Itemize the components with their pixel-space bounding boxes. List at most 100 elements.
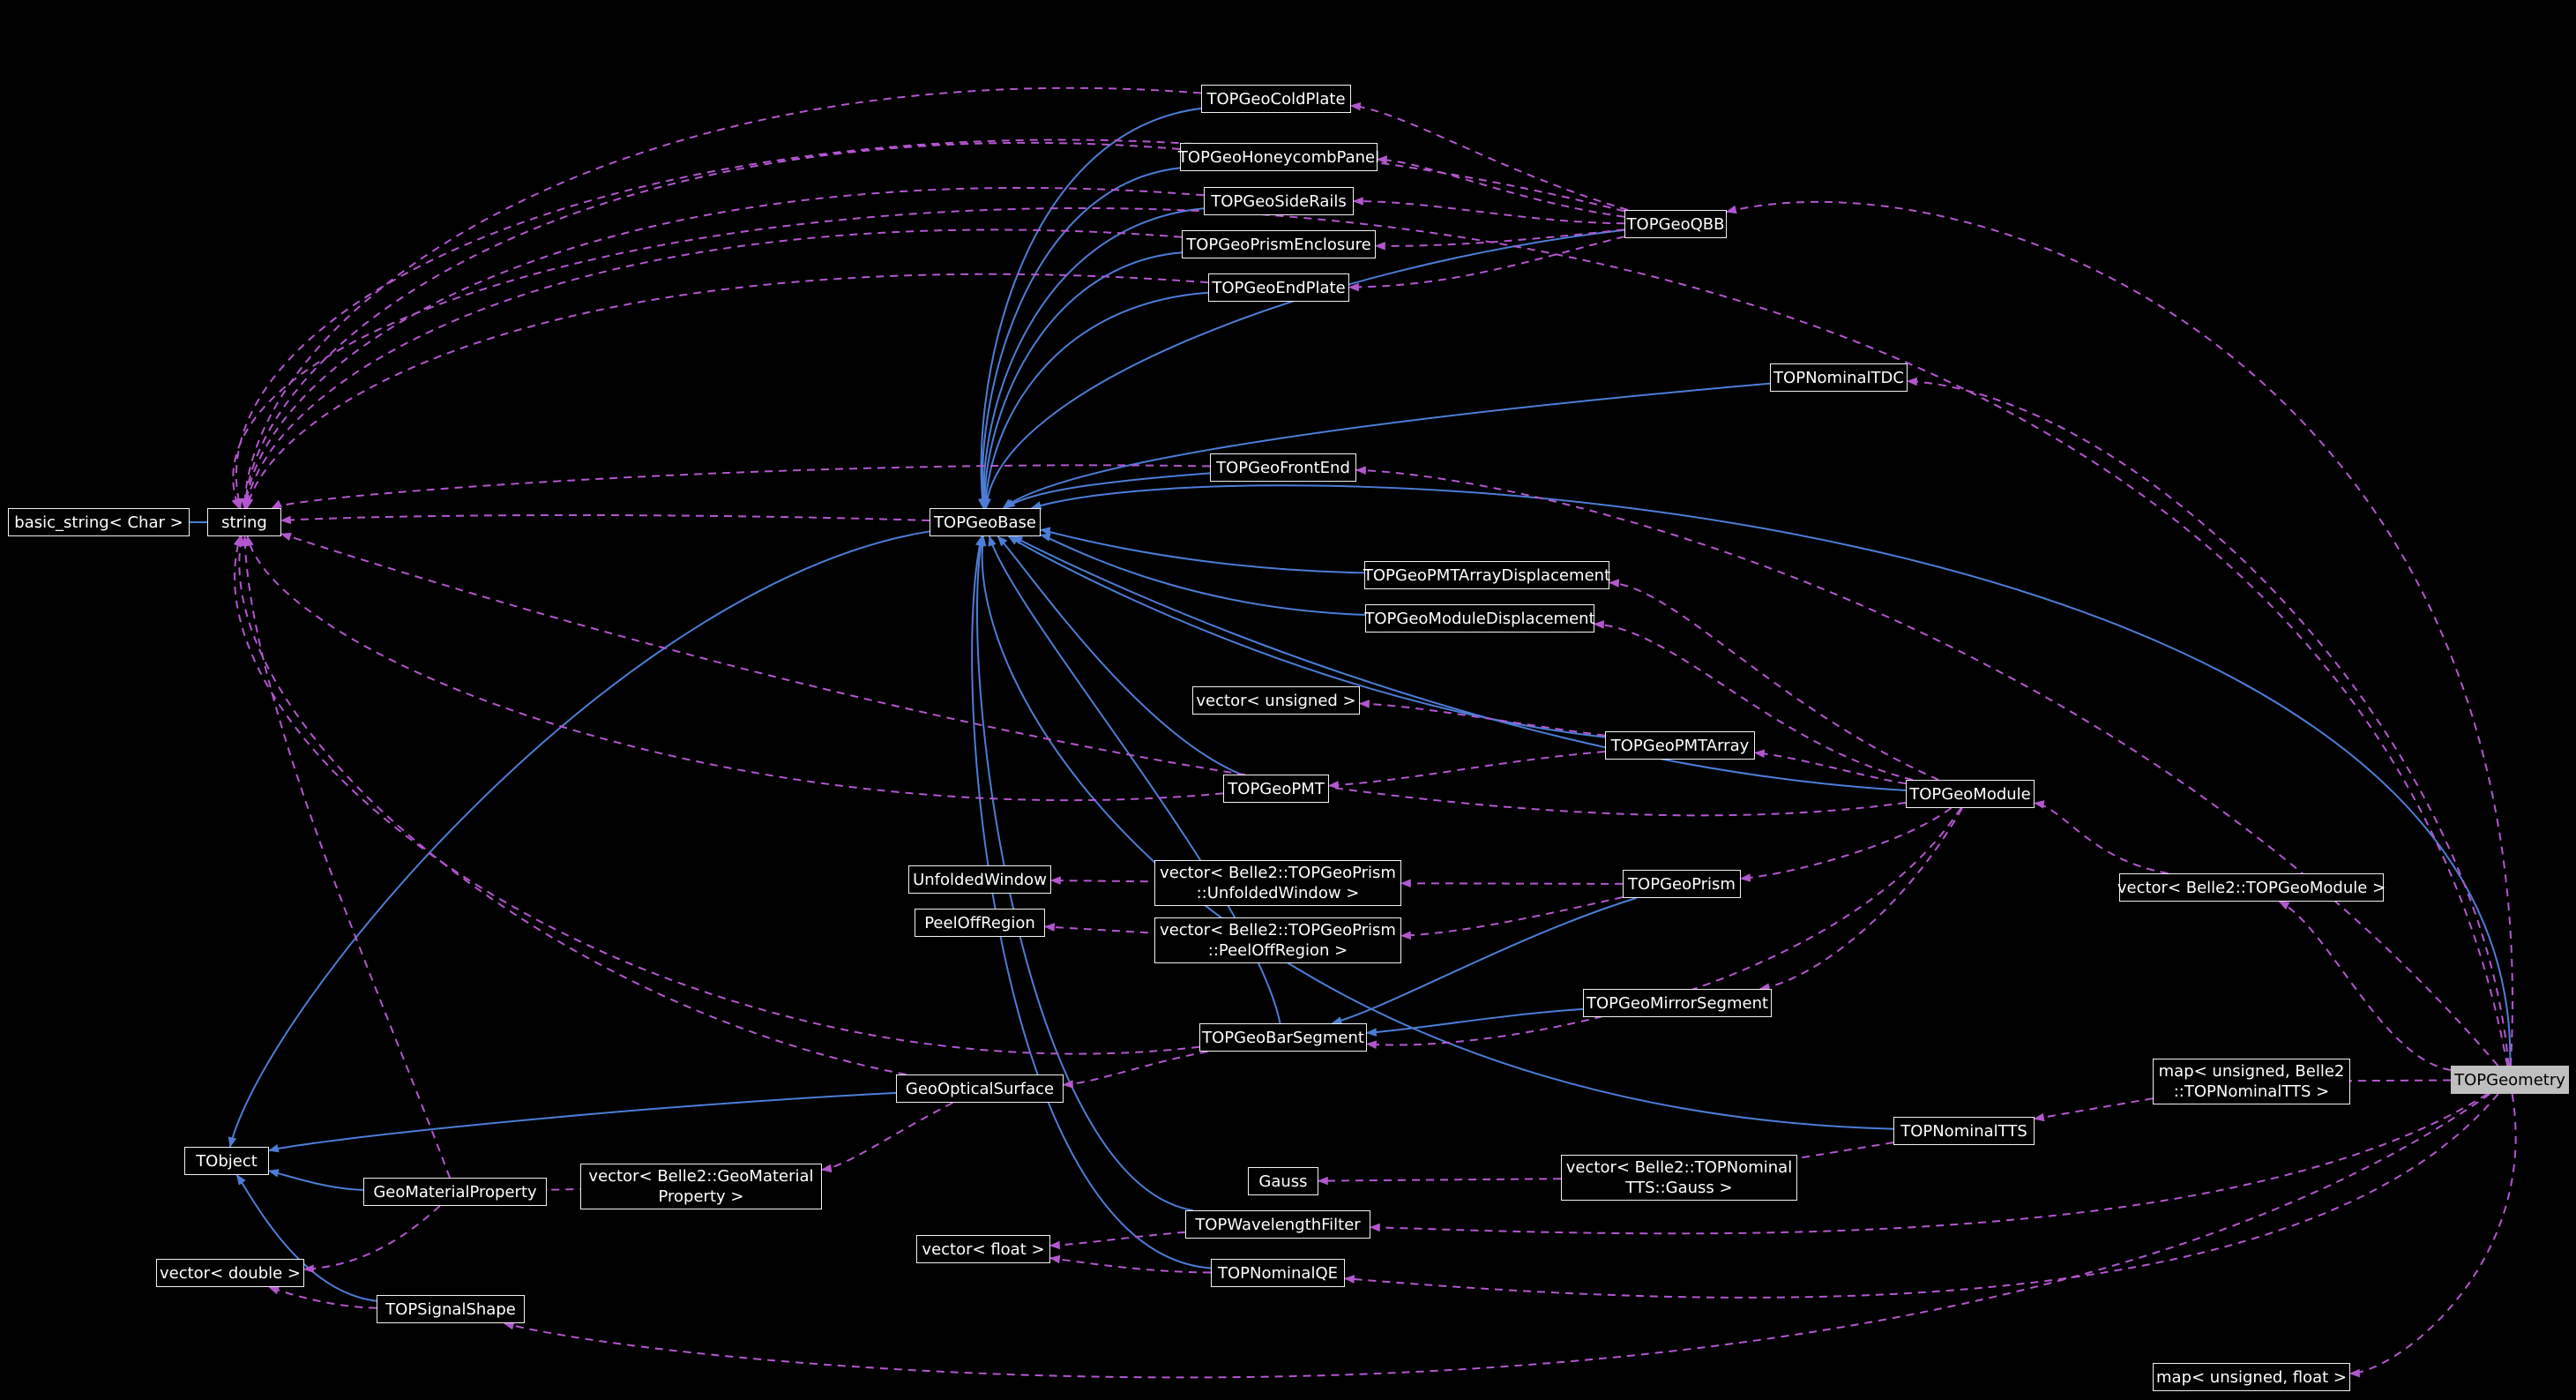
class-node-barsegment[interactable]: TOPGeoBarSegment <box>1199 1023 1367 1052</box>
edge-wavelengthfilter-to-vecfloat-use <box>1049 1231 1186 1250</box>
edge-geometry-to-string-use <box>231 207 2509 1067</box>
edge-tts-to-vecgauss-use <box>1787 1142 1894 1164</box>
class-node-label: string <box>221 513 267 532</box>
class-node-label: vector< double > <box>159 1263 302 1283</box>
edge-honeycomb-to-string-use <box>241 141 1181 510</box>
class-node-pmtarraydisp[interactable]: TOPGeoPMTArrayDisplacement <box>1363 561 1611 589</box>
edge-pmtarray-to-vecunsigned-use <box>1358 700 1606 737</box>
class-node-label: TObject <box>196 1151 258 1171</box>
class-node-vecunfolded[interactable]: vector< Belle2::TOPGeoPrism::UnfoldedWin… <box>1154 860 1401 906</box>
edge-coldplate-to-geobase-inherit <box>978 107 1202 510</box>
class-node-label: map< unsigned, float > <box>2156 1367 2348 1387</box>
edge-module-to-string-use <box>280 532 1907 817</box>
class-node-vecdouble[interactable]: vector< double > <box>156 1259 304 1287</box>
edge-opticalsurface-to-string-use <box>235 535 907 1075</box>
class-node-maptts[interactable]: map< unsigned, Belle2::TOPNominalTTS > <box>2153 1059 2350 1104</box>
class-node-label: TOPWavelengthFilter <box>1195 1215 1361 1234</box>
class-node-label: ::PeelOffRegion > <box>1207 941 1348 960</box>
edge-nominalqe-to-vecfloat-use <box>1049 1254 1212 1274</box>
class-node-label: ::TOPNominalTTS > <box>2173 1082 2330 1101</box>
class-node-pmtarray[interactable]: TOPGeoPMTArray <box>1605 731 1755 760</box>
class-node-siderails[interactable]: TOPGeoSideRails <box>1204 187 1354 215</box>
edge-module-to-moduledisp-use <box>1593 620 1914 781</box>
class-node-vecpeeloff[interactable]: vector< Belle2::TOPGeoPrism::PeelOffRegi… <box>1154 917 1401 963</box>
class-node-honeycomb[interactable]: TOPGeoHoneycombPanel <box>1178 143 1379 171</box>
class-node-gauss[interactable]: Gauss <box>1248 1167 1318 1195</box>
class-node-coldplate[interactable]: TOPGeoColdPlate <box>1201 85 1351 113</box>
class-node-vecfloat[interactable]: vector< float > <box>916 1235 1050 1263</box>
class-node-label: PeelOffRegion <box>924 913 1035 932</box>
edge-pmtarray-to-pmt-use <box>1327 751 1606 790</box>
edge-vecpeeloff-to-peeloff-use <box>1043 923 1160 934</box>
class-node-module[interactable]: TOPGeoModule <box>1906 780 2035 808</box>
edge-prism-to-vecunfolded-use <box>1400 879 1624 888</box>
class-node-label: TOPGeoFrontEnd <box>1216 458 1350 477</box>
class-node-mapfloat[interactable]: map< unsigned, float > <box>2153 1363 2350 1391</box>
class-node-vecunsigned[interactable]: vector< unsigned > <box>1192 686 1360 715</box>
edge-module-to-pmtarray-use <box>1753 749 1907 785</box>
class-node-geobase[interactable]: TOPGeoBase <box>930 508 1041 536</box>
class-node-tts[interactable]: TOPNominalTTS <box>1893 1117 2035 1145</box>
class-node-mirror[interactable]: TOPGeoMirrorSegment <box>1583 989 1772 1017</box>
class-node-label: vector< unsigned > <box>1196 691 1356 710</box>
class-node-label: UnfoldedWindow <box>913 870 1047 889</box>
class-node-endplate[interactable]: TOPGeoEndPlate <box>1208 273 1349 302</box>
class-node-label: TOPGeoModuleDisplacement <box>1364 609 1595 628</box>
class-node-label: GeoOpticalSurface <box>905 1079 1055 1098</box>
edge-module-to-mirror-use <box>1758 807 1963 992</box>
class-node-label: TOPGeoPMTArray <box>1610 736 1750 755</box>
edge-qbb-to-siderails-use <box>1352 197 1625 225</box>
edge-signalshape-to-vecdouble-use <box>268 1286 377 1309</box>
class-node-signalshape[interactable]: TOPSignalShape <box>377 1295 525 1323</box>
edge-qbb-to-geobase-inherit <box>982 228 1625 510</box>
edge-moduledisp-to-geobase-inherit <box>1039 533 1366 616</box>
class-node-materialproperty[interactable]: GeoMaterialProperty <box>363 1178 547 1206</box>
edge-endplate-to-geobase-inherit <box>982 291 1209 510</box>
edge-geobase-to-tobject-inherit <box>228 530 930 1149</box>
class-node-tdc[interactable]: TOPNominalTDC <box>1770 363 1908 392</box>
edge-geometry-to-qbb-use <box>1725 200 2513 1067</box>
edge-geometry-to-vecmodule-use <box>2278 901 2452 1071</box>
class-node-label: basic_string< Char > <box>14 513 183 532</box>
edge-qbb-to-endplate-use <box>1348 236 1625 292</box>
class-node-label: TOPNominalQE <box>1217 1263 1338 1283</box>
class-node-label: TOPGeoBarSegment <box>1202 1028 1364 1047</box>
class-node-prismenclosure[interactable]: TOPGeoPrismEnclosure <box>1182 230 1376 258</box>
edge-prismenclosure-to-geobase-inherit <box>980 251 1183 510</box>
class-node-string[interactable]: string <box>207 508 281 536</box>
edge-module-to-pmtarraydisp-use <box>1608 579 1939 781</box>
class-node-peeloff[interactable]: PeelOffRegion <box>915 909 1045 937</box>
edge-vecmodule-to-module-use <box>2033 800 2169 874</box>
class-node-label: TOPNominalTTS <box>1900 1121 2027 1141</box>
class-node-vecmodule[interactable]: vector< Belle2::TOPGeoModule > <box>2117 873 2386 902</box>
class-node-geometry: TOPGeometry <box>2451 1066 2569 1094</box>
edge-nominalqe-to-geobase-inherit <box>971 535 1212 1269</box>
class-node-nominalqe[interactable]: TOPNominalQE <box>1211 1259 1345 1287</box>
class-node-label: TOPGeoPrism <box>1628 874 1736 894</box>
class-node-qbb[interactable]: TOPGeoQBB <box>1624 210 1727 238</box>
class-node-label: ::UnfoldedWindow > <box>1196 884 1360 902</box>
edge-prism-to-barsegment-inherit <box>1331 897 1637 1025</box>
class-node-moduledisp[interactable]: TOPGeoModuleDisplacement <box>1364 604 1595 633</box>
edge-geometry-to-maptts-use <box>2341 1076 2452 1086</box>
class-node-pmt[interactable]: TOPGeoPMT <box>1223 775 1329 803</box>
class-node-label: TTS::Gauss > <box>1625 1179 1733 1197</box>
class-node-label: TOPGeoSideRails <box>1211 191 1347 211</box>
edge-barsegment-to-opticalsurface-use <box>1062 1051 1208 1089</box>
edge-geometry-to-signalshape-use <box>503 1093 2490 1379</box>
class-node-wavelengthfilter[interactable]: TOPWavelengthFilter <box>1185 1210 1370 1239</box>
class-node-label: TOPGeometry <box>2454 1070 2565 1089</box>
edge-geometry-to-wavelengthfilter-use <box>1369 1093 2489 1235</box>
class-node-prism[interactable]: TOPGeoPrism <box>1623 870 1741 898</box>
class-node-frontend[interactable]: TOPGeoFrontEnd <box>1210 453 1356 482</box>
class-node-tobject[interactable]: TObject <box>184 1147 269 1175</box>
edge-geometry-to-geobase-inherit <box>1030 484 2512 1067</box>
edge-tdc-to-geobase-inherit <box>1002 382 1771 509</box>
class-node-basic_string[interactable]: basic_string< Char > <box>8 508 190 536</box>
class-node-label: TOPGeoModule <box>1909 784 2031 804</box>
class-node-unfoldedwindow[interactable]: UnfoldedWindow <box>908 865 1051 894</box>
class-node-opticalsurface[interactable]: GeoOpticalSurface <box>896 1074 1064 1103</box>
class-node-label: TOPGeoPMTArrayDisplacement <box>1363 565 1611 585</box>
